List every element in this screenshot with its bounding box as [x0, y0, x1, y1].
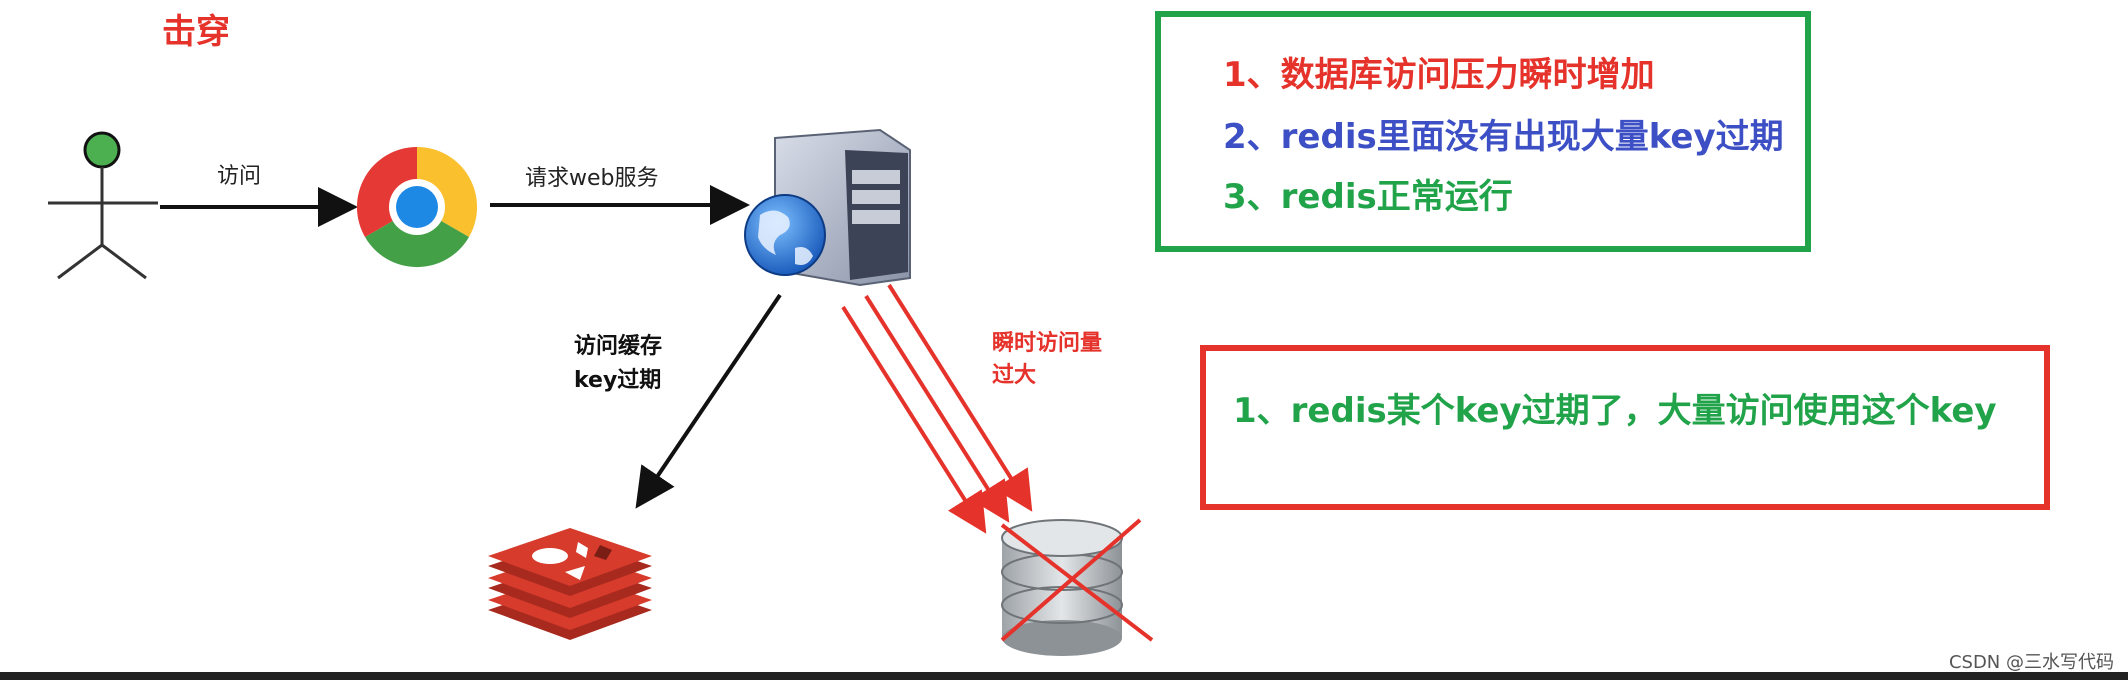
- label-burst-line2: 过大: [992, 363, 1037, 388]
- burst-arrows: [841, 283, 1033, 534]
- green-box-item-3: 3、redis正常运行: [1223, 177, 1513, 217]
- red-cause-box: 1、redis某个key过期了，大量访问使用这个key: [1200, 345, 2050, 510]
- label-burst: 瞬时访问量 过大: [992, 328, 1102, 392]
- watermark: CSDN @三水写代码: [1948, 652, 2114, 673]
- page-title: 击穿: [162, 12, 230, 52]
- red-box-text: 1、redis某个key过期了，大量访问使用这个key: [1233, 391, 1997, 431]
- arrow-cache-access: [635, 293, 782, 509]
- green-box-item-1: 1、数据库访问压力瞬时增加: [1223, 55, 1655, 95]
- label-cache-line2: key过期: [574, 368, 662, 393]
- green-summary-box: 1、数据库访问压力瞬时增加 2、redis里面没有出现大量key过期 3、red…: [1155, 11, 1811, 252]
- chrome-browser-icon: [356, 146, 478, 268]
- database-down-cross-icon: [1000, 518, 1154, 642]
- user-stick-figure-icon: [48, 131, 158, 280]
- web-server-icon: [744, 128, 911, 287]
- redis-icon: [488, 528, 652, 640]
- label-burst-line1: 瞬时访问量: [992, 331, 1103, 356]
- label-cache-access: 访问缓存 key过期: [574, 330, 662, 398]
- green-box-item-2: 2、redis里面没有出现大量key过期: [1223, 117, 1784, 157]
- label-cache-line1: 访问缓存: [574, 334, 663, 359]
- label-visit: 访问: [217, 164, 262, 189]
- bottom-border: [0, 672, 2128, 680]
- label-web-request: 请求web服务: [525, 166, 659, 191]
